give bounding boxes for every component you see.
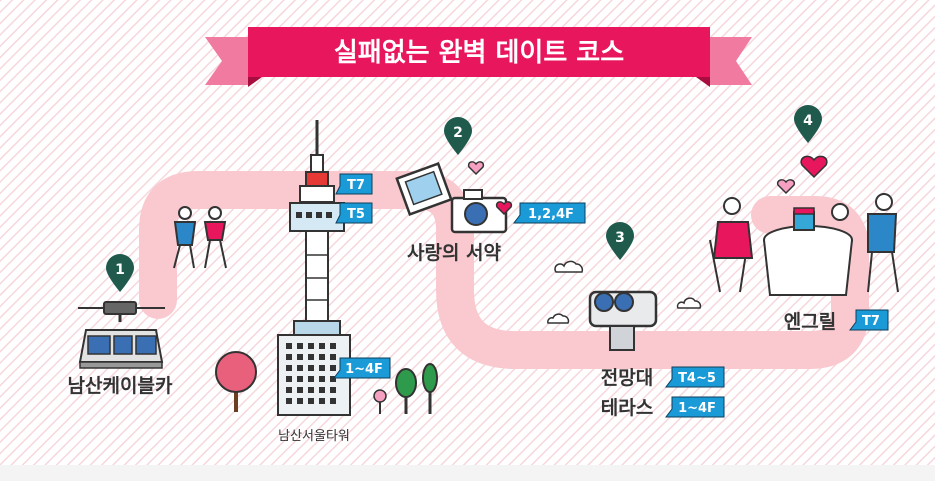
building-window (308, 387, 314, 393)
stop-3-label: 전망대 (601, 367, 653, 389)
dinner-couple-illustration (709, 155, 899, 296)
building-window (297, 365, 303, 371)
terrace-tag-text: 1~4F (678, 401, 716, 416)
building-window (286, 398, 292, 404)
building-window (319, 354, 325, 360)
stop-1-label: 남산케이블카 (68, 375, 173, 397)
building-window (330, 354, 336, 360)
building-window (286, 376, 292, 382)
building-window (297, 376, 303, 382)
pin-2-number: 2 (453, 125, 463, 141)
page-title: 실패없는 완벽 데이트 코스 (334, 38, 624, 68)
observatory-tag-text: T4~5 (678, 371, 716, 386)
terrace-label: 테라스 (601, 397, 653, 419)
stop-2-label: 사랑의 서약 (407, 242, 502, 264)
pin-1: 1 (106, 254, 134, 292)
love-vow-tag: 1,2,4F (513, 202, 586, 224)
building-window (286, 354, 292, 360)
building-window (319, 398, 325, 404)
tower-tag-t7: T7 (335, 173, 373, 195)
tower-tag-1-4f-text: 1~4F (345, 362, 383, 377)
tower-windows (286, 343, 336, 404)
pin-2: 2 (444, 117, 472, 155)
pin-3: 3 (606, 222, 634, 260)
building-window (330, 365, 336, 371)
observatory-tag: T4~5 (665, 366, 725, 388)
building-window (330, 398, 336, 404)
cloud-icons (547, 260, 702, 324)
bottom-strip (0, 465, 935, 481)
building-window (319, 343, 325, 349)
trees-illustration (215, 351, 438, 414)
building-window (330, 387, 336, 393)
observatory-binoculars-illustration (588, 290, 658, 351)
pin-1-number: 1 (115, 262, 125, 278)
pin-4-number: 4 (803, 113, 813, 129)
love-vow-tag-text: 1,2,4F (528, 207, 574, 222)
pin-3-number: 3 (615, 230, 625, 246)
tower-tag-t5-text: T5 (347, 207, 365, 222)
photo-camera-illustration (395, 161, 513, 234)
building-window (297, 398, 303, 404)
building-window (308, 354, 314, 360)
building-window (319, 376, 325, 382)
building-window (308, 376, 314, 382)
building-window (286, 387, 292, 393)
tower-label: 남산서울타워 (278, 429, 350, 444)
cable-car-illustration (78, 301, 165, 369)
building-window (308, 343, 314, 349)
building-window (319, 387, 325, 393)
terrace-tag: 1~4F (665, 396, 725, 418)
tower-tag-t7-text: T7 (347, 178, 365, 193)
building-window (308, 365, 314, 371)
building-window (286, 343, 292, 349)
building-window (330, 376, 336, 382)
grill-tag: T7 (849, 309, 889, 331)
building-window (330, 343, 336, 349)
tower-tag-t5: T5 (335, 202, 373, 224)
stop-4-label: 엔그릴 (784, 311, 836, 333)
title-banner: 실패없는 완벽 데이트 코스 (205, 27, 752, 87)
couple-walking-illustration (173, 206, 227, 269)
building-window (297, 387, 303, 393)
tower-tag-1-4f: 1~4F (333, 357, 391, 379)
building-window (297, 354, 303, 360)
building-window (319, 365, 325, 371)
pin-4: 4 (794, 105, 822, 143)
building-window (308, 398, 314, 404)
grill-tag-text: T7 (862, 314, 880, 329)
building-window (297, 343, 303, 349)
building-window (286, 365, 292, 371)
